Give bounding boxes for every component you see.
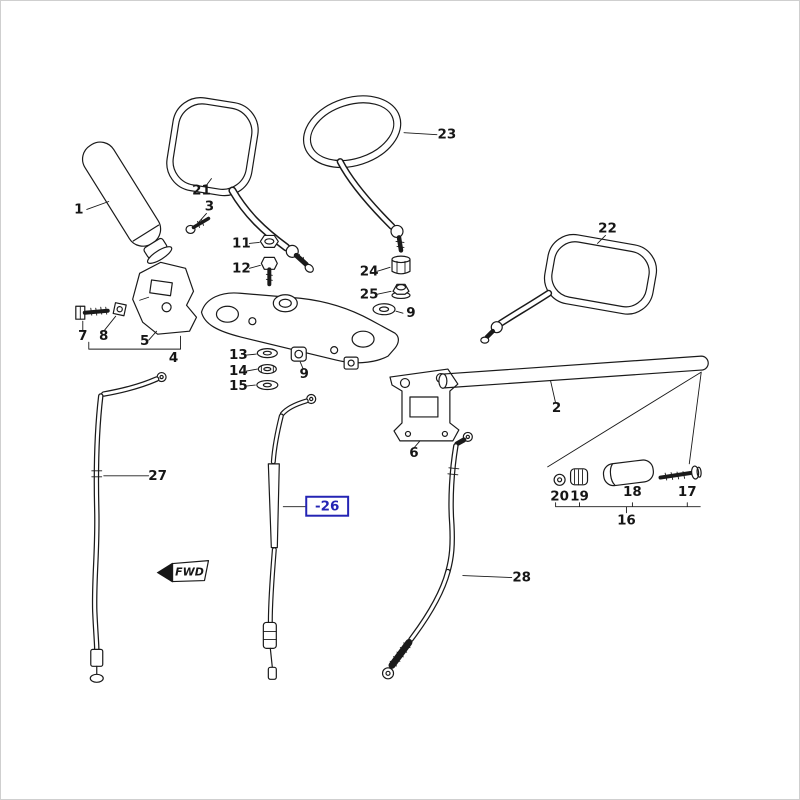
callout-nut-25[interactable]: 25 <box>360 287 379 302</box>
callout-locknut-9[interactable]: 9 <box>406 306 415 321</box>
stem-bolt <box>260 256 278 287</box>
highlighted-callout-26[interactable]: -26 <box>305 495 350 517</box>
mirror-adapter <box>391 255 411 275</box>
callout-washer-13[interactable]: 13 <box>229 348 248 363</box>
mounting-screw <box>185 216 211 235</box>
callout-spacer-9[interactable]: 9 <box>300 367 309 382</box>
leader-lines <box>82 132 702 579</box>
end-damper-19 <box>569 468 589 486</box>
callout-screw-17[interactable]: 17 <box>678 485 697 500</box>
washer-15 <box>256 379 279 391</box>
fwd-marker: FWD <box>156 559 210 583</box>
mirror-left <box>166 97 314 273</box>
fwd-arrow-icon <box>156 562 173 583</box>
triple-clamp <box>200 292 399 364</box>
callout-bolt-12[interactable]: 12 <box>232 261 251 276</box>
clamp-bolt <box>75 305 110 320</box>
callout-mirror-right[interactable]: 22 <box>598 221 617 236</box>
plate-tab <box>343 356 359 370</box>
washer-8 <box>112 302 127 317</box>
callout-clamp-4[interactable]: 4 <box>169 351 178 366</box>
callout-washer-15[interactable]: 15 <box>229 379 248 394</box>
end-washer-20 <box>553 473 566 486</box>
handlebar <box>438 355 709 389</box>
bar-end-weight-18 <box>602 459 654 487</box>
callout-cable-28[interactable]: 28 <box>512 571 531 586</box>
callout-bolt-7[interactable]: 7 <box>78 329 87 344</box>
callout-set-16[interactable]: 16 <box>617 514 636 529</box>
throttle-cable-26 <box>262 393 317 680</box>
mirror-right <box>480 233 658 344</box>
callouts: 1 21 3 23 22 11 12 24 25 9 7 8 5 4 13 14… <box>74 128 697 586</box>
highlight-box[interactable] <box>305 495 350 517</box>
callout-bracket-6[interactable]: 6 <box>409 446 418 461</box>
callout-grip[interactable]: 1 <box>74 202 83 217</box>
callout-nut-14[interactable]: 14 <box>229 364 248 379</box>
cable-28 <box>381 431 473 680</box>
fwd-label: FWD <box>175 566 204 579</box>
callout-screw-3[interactable]: 3 <box>205 199 214 214</box>
callout-washer-8[interactable]: 8 <box>99 329 108 344</box>
mirror-round <box>302 95 405 253</box>
washer-13 <box>256 348 278 359</box>
spacer-9 <box>290 346 307 362</box>
callout-handlebar-2[interactable]: 2 <box>552 401 561 416</box>
handle-holder <box>132 261 198 335</box>
stem-nut <box>259 234 279 248</box>
cable-27 <box>89 371 167 683</box>
callout-nut-11[interactable]: 11 <box>232 236 251 251</box>
bar-end-screw-17 <box>658 465 702 481</box>
callout-damper-19[interactable]: 19 <box>570 490 589 505</box>
grip <box>81 141 173 264</box>
bracket-6 <box>389 368 460 442</box>
locknut-9 <box>372 303 396 316</box>
callout-holder-5[interactable]: 5 <box>140 334 149 349</box>
callout-mirror-left[interactable]: 21 <box>192 184 211 199</box>
nut-14 <box>257 363 277 375</box>
callout-mirror-round[interactable]: 23 <box>438 128 457 143</box>
callout-cable-27[interactable]: 27 <box>148 469 167 484</box>
callout-weight-18[interactable]: 18 <box>623 485 642 500</box>
highlight-label[interactable]: -26 <box>315 500 339 515</box>
callout-washer-20[interactable]: 20 <box>550 490 569 505</box>
callout-adapter-24[interactable]: 24 <box>360 264 379 279</box>
mirror-nut <box>391 283 411 300</box>
